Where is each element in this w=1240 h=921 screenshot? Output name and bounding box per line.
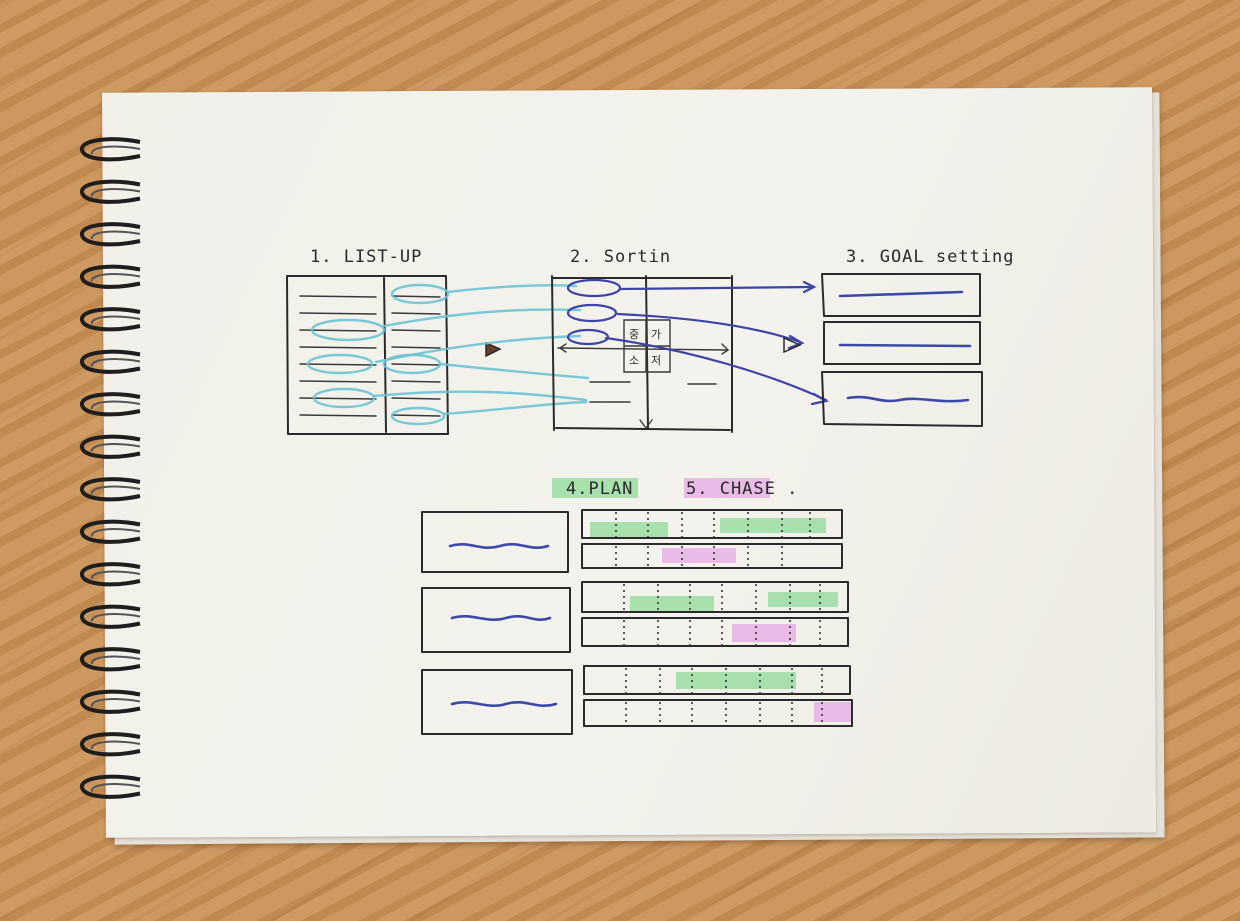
step-label-chase: 5. CHASE .	[686, 479, 798, 499]
gantt-group-2	[421, 581, 849, 653]
spiral-loop	[91, 443, 141, 452]
matrix-cell: 저	[651, 354, 662, 367]
priority-matrix: 중 가 소 저	[623, 319, 671, 373]
spiral-loop	[80, 519, 141, 544]
spiral-loop	[80, 774, 141, 799]
spiral-loop	[80, 604, 141, 629]
spiral-loop	[80, 647, 141, 672]
gantt-group-3	[421, 665, 853, 735]
step-label-plan: 4.PLAN	[566, 479, 633, 499]
sort-to-goal-arrows	[604, 280, 830, 406]
spiral-loop	[91, 570, 141, 580]
chase-label-highlight	[684, 478, 770, 498]
spiral-loop	[80, 179, 141, 204]
spiral-loop	[80, 222, 141, 247]
spiral-loop	[80, 434, 141, 459]
goal-setting-boxes	[821, 273, 983, 427]
spiral-loop	[91, 528, 141, 537]
list-up-circled-items	[306, 283, 450, 426]
spiral-loop	[91, 230, 141, 240]
spiral-loop	[80, 689, 141, 714]
spiral-loop	[91, 485, 141, 495]
plan-label-highlight	[552, 478, 638, 498]
spiral-loop	[91, 698, 141, 707]
spiral-loop	[80, 477, 141, 502]
sorting-box	[551, 275, 733, 433]
step-label-sorting: 2. Sortin	[570, 247, 671, 267]
spiral-loop	[91, 315, 141, 325]
step-label-goal-setting: 3. GOAL setting	[846, 247, 1015, 267]
matrix-cell: 소	[629, 354, 640, 367]
step-label-list-up: 1. LIST-UP	[310, 247, 422, 267]
sorted-items	[566, 278, 622, 346]
spiral-loop	[91, 145, 141, 155]
list-to-sort-arrows	[372, 284, 590, 416]
spiral-loop	[91, 783, 141, 792]
flow-arrow-1	[485, 341, 502, 358]
spiral-loop	[80, 732, 141, 757]
flow-arrow-2	[783, 336, 802, 354]
spiral-loop	[91, 188, 141, 197]
spiral-loop	[80, 562, 141, 587]
spiral-loop	[91, 655, 141, 665]
spiral-loop	[80, 349, 141, 374]
spiral-loop	[91, 400, 141, 410]
spiral-loop	[91, 273, 141, 282]
spiral-loop	[80, 392, 141, 417]
spiral-loop	[80, 264, 141, 289]
list-up-box	[286, 275, 449, 435]
gantt-group-1	[421, 509, 843, 573]
matrix-cell: 가	[651, 328, 662, 341]
spiral-loop	[80, 137, 141, 162]
matrix-cell: 중	[629, 328, 640, 341]
spiral-loop	[80, 307, 141, 332]
spiral-loop	[91, 613, 141, 622]
spiral-loop	[91, 740, 141, 750]
spiral-loop	[91, 358, 141, 367]
spiral-binding	[80, 137, 141, 799]
